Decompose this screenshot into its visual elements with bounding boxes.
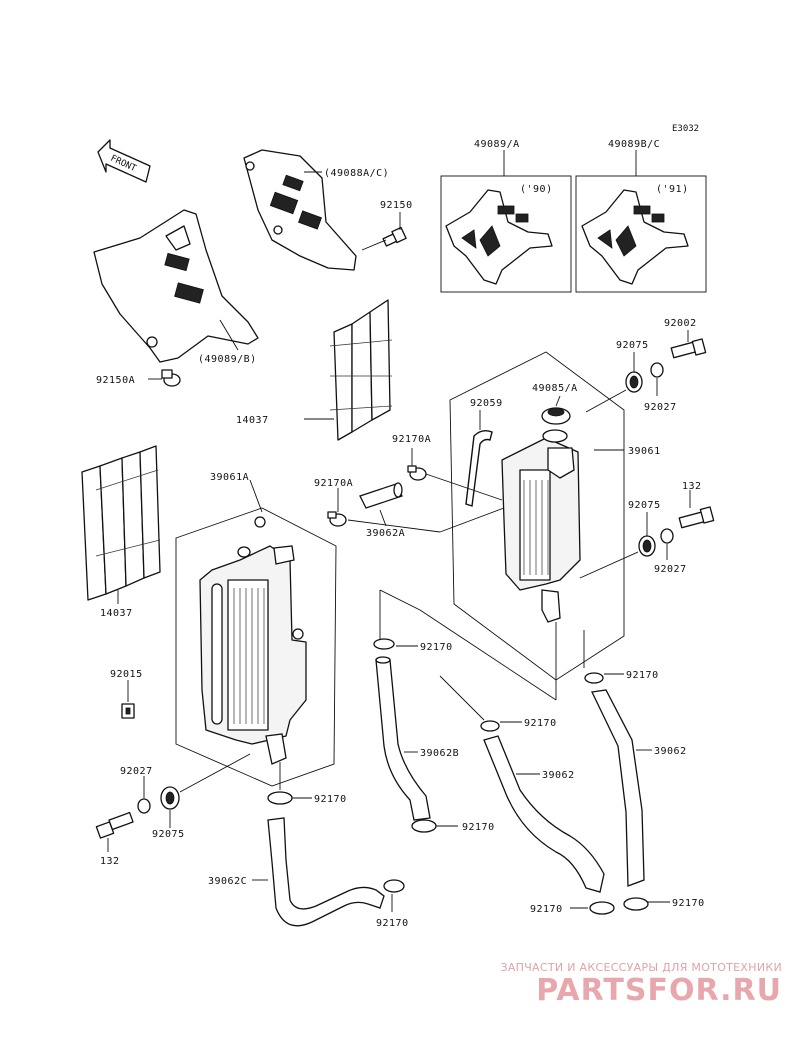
collar-92027-left-part: [137, 798, 151, 814]
clamp-92170a-left-part: [327, 511, 347, 527]
leader-line: [347, 519, 441, 533]
label-year-91: ('91): [656, 184, 689, 195]
label-92027-top: 92027: [644, 402, 677, 413]
label-49089bc: 49089B/C: [608, 139, 660, 150]
label-14037-left: 14037: [100, 608, 133, 619]
label-39061: 39061: [628, 446, 661, 457]
leader-line: [361, 239, 387, 251]
label-39062b: 39062B: [420, 748, 459, 759]
label-92150a: 92150A: [96, 375, 135, 386]
grommet-92075-right-part: [638, 535, 656, 557]
louver-left-part: [81, 445, 161, 601]
label-92170a-left: 92170A: [314, 478, 353, 489]
label-92015: 92015: [110, 669, 143, 680]
leader-line: [555, 395, 561, 407]
label-92075-left: 92075: [152, 829, 185, 840]
label-92170-3: 92170: [524, 718, 557, 729]
label-92150: 92150: [380, 200, 413, 211]
bolt-132-right-part: [678, 506, 715, 529]
label-year-90: ('90): [520, 184, 553, 195]
collar-92027-top-part: [650, 362, 664, 378]
leader-line: [439, 507, 505, 533]
label-49088ac: (49088A/C): [324, 168, 389, 179]
nut-92015-part: [121, 703, 135, 719]
variant-box-90: [440, 175, 572, 293]
bolt-132-left-part: [95, 811, 134, 839]
label-39062a: 39062A: [366, 528, 405, 539]
right-radiator-part: [501, 429, 581, 623]
label-92170-8: 92170: [376, 918, 409, 929]
front-arrow-icon: FRONT: [97, 139, 151, 183]
left-radiator-part: [199, 516, 307, 765]
label-92027-right: 92027: [654, 564, 687, 575]
bolt-92150-part: [382, 226, 407, 247]
leader-line: [379, 509, 387, 527]
leader-line: [249, 479, 263, 513]
watermark: ЗАПЧАСТИ И АКСЕССУАРЫ ДЛЯ МОТОТЕХНИКИ PA…: [500, 961, 782, 1008]
left-radiator-frame: [175, 507, 337, 787]
watermark-tagline: ЗАПЧАСТИ И АКСЕССУАРЫ ДЛЯ МОТОТЕХНИКИ: [500, 961, 782, 974]
label-92075-top: 92075: [616, 340, 649, 351]
label-92002: 92002: [664, 318, 697, 329]
label-92170-7: 92170: [314, 794, 347, 805]
hose-39062a-part: [359, 482, 403, 509]
grommet-92075-top-part: [625, 371, 643, 393]
leader-line: [219, 319, 239, 351]
collar-92027-right-part: [660, 528, 674, 544]
label-49089b: (49089/B): [198, 354, 257, 365]
side-shroud-part: [93, 209, 259, 363]
clamp-92170a-right-part: [407, 465, 427, 481]
label-39062c: 39062C: [208, 876, 247, 887]
label-39061a: 39061A: [210, 472, 249, 483]
leader-line: [585, 389, 627, 413]
label-92170-4: 92170: [530, 904, 563, 915]
hose-39062c-part: [267, 791, 405, 927]
radiator-cap-part: [541, 407, 571, 425]
upper-shroud-part: [243, 149, 357, 271]
right-radiator-frame: [449, 351, 625, 681]
label-14037-top: 14037: [236, 415, 269, 426]
label-92170-5: 92170: [626, 670, 659, 681]
overflow-hose-part: [465, 429, 493, 507]
grommet-92075-left-part: [160, 786, 180, 810]
hose-39062b-part: [373, 638, 437, 833]
leader-line: [425, 473, 503, 501]
leader-line: [379, 589, 421, 611]
diagram-code: E3032: [672, 124, 699, 134]
leader-line: [579, 551, 639, 579]
label-92170-2: 92170: [462, 822, 495, 833]
bolt-92002-part: [670, 338, 707, 359]
label-132-left: 132: [100, 856, 120, 867]
hose-39062-right-part: [584, 672, 649, 911]
leader-line: [419, 609, 557, 701]
label-49089a: 49089/A: [474, 139, 520, 150]
label-92075-right: 92075: [628, 500, 661, 511]
louver-top-part: [329, 299, 393, 441]
label-92170-6: 92170: [672, 898, 705, 909]
label-39062-right: 39062: [654, 746, 687, 757]
label-92059: 92059: [470, 398, 503, 409]
label-92170-1: 92170: [420, 642, 453, 653]
variant-box-91: [575, 175, 707, 293]
watermark-brand: PARTSFOR.RU: [536, 973, 782, 1008]
label-92027-left: 92027: [120, 766, 153, 777]
bolt-92150a-part: [161, 369, 181, 387]
leader-line: [179, 753, 251, 793]
leader-line: [439, 675, 485, 721]
hose-39062-center-part: [480, 720, 615, 915]
label-49085a: 49085/A: [532, 383, 578, 394]
label-39062-center: 39062: [542, 770, 575, 781]
label-132-right: 132: [682, 481, 702, 492]
label-92170a-right: 92170A: [392, 434, 431, 445]
